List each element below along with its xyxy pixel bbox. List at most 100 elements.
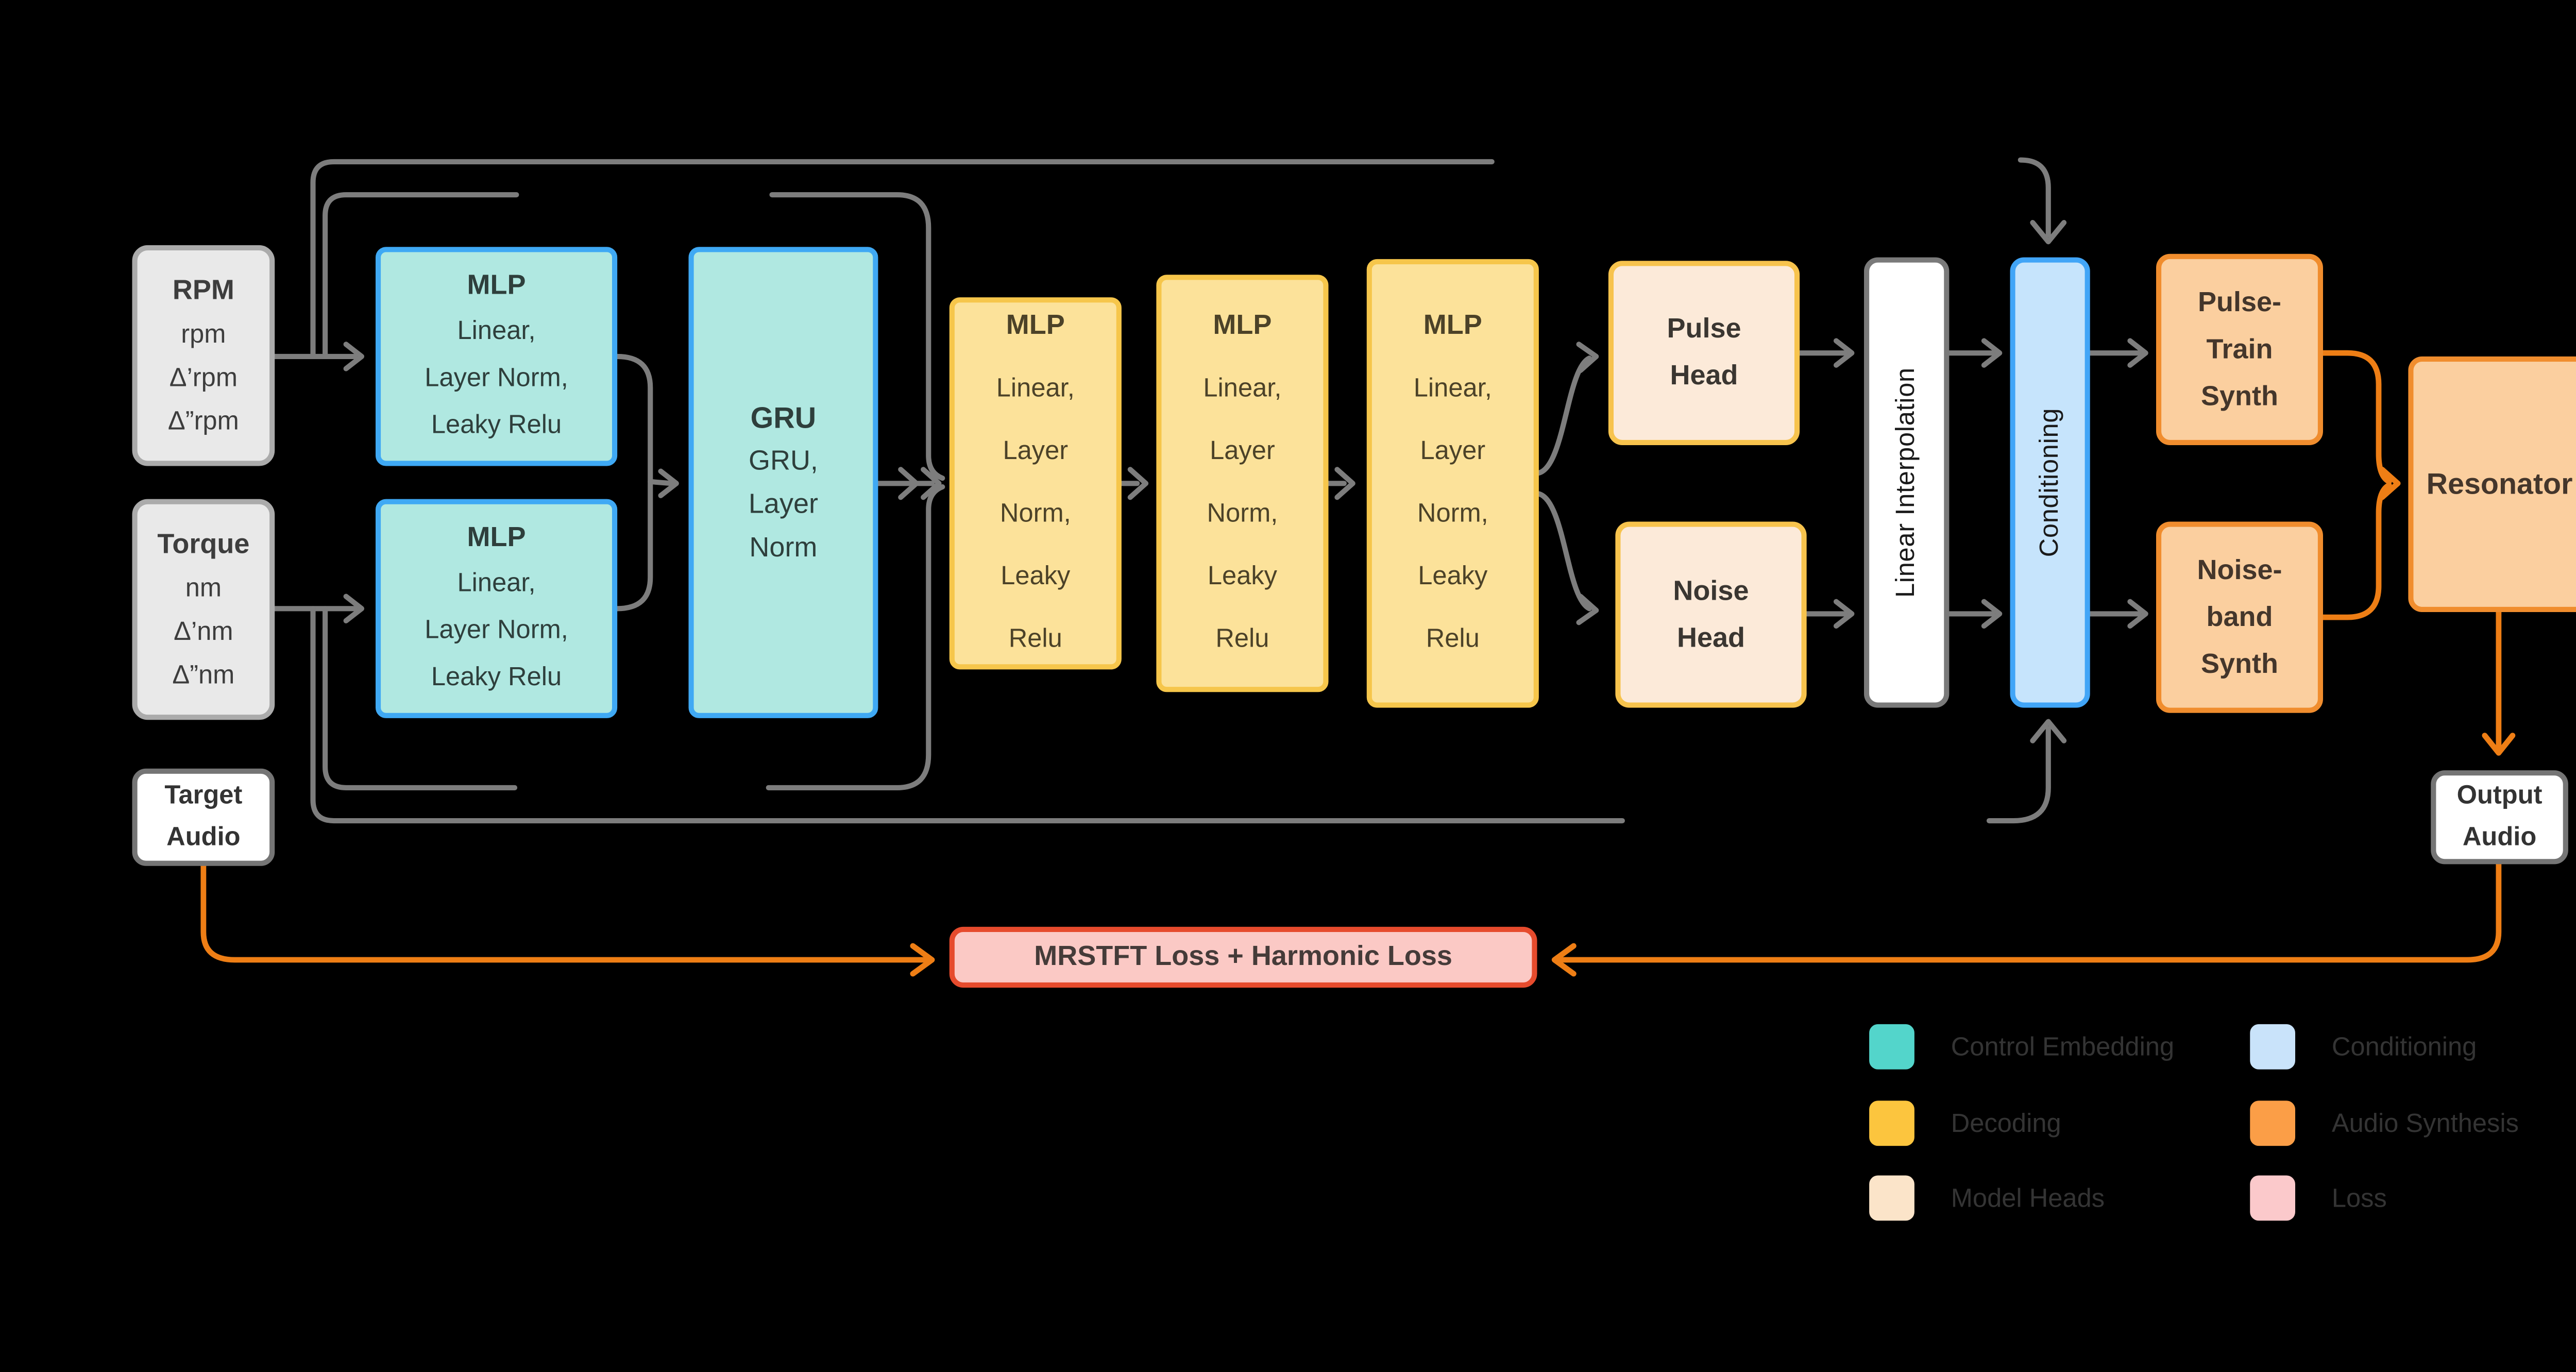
- wire-skip-into-conditioning-bottom: [1986, 726, 2051, 824]
- wire-output-to-loss: [1558, 861, 2502, 963]
- legend-swatch-model-heads: [1869, 1175, 1914, 1221]
- pulse-head-box: Pulse Head: [1608, 261, 1800, 445]
- legend-label-model-heads: Model Heads: [1951, 1184, 2105, 1214]
- resonator-label: Resonator: [2426, 467, 2573, 500]
- decoder-mlp-2-line-1: Linear,: [1203, 374, 1282, 403]
- target-audio-line-2: Audio: [166, 822, 241, 852]
- loss-box: MRSTFT Loss + Harmonic Loss: [949, 926, 1537, 988]
- arrowhead-loss-left: [910, 943, 935, 977]
- arrowhead-rpm-mlp: [343, 342, 365, 371]
- rpm-feature-1: rpm: [181, 319, 226, 349]
- mlp-rpm-line-1: Linear,: [457, 316, 536, 346]
- wire-decoder3-to-noise-head: [1536, 491, 1592, 612]
- decoder-mlp-1-line-1: Linear,: [996, 374, 1075, 403]
- arrowhead-decoder2: [1127, 467, 1149, 500]
- arrowhead-noise-synth: [2127, 599, 2148, 629]
- arrowhead-torque-mlp: [343, 594, 365, 623]
- decoder-mlp-2-title: MLP: [1213, 311, 1272, 341]
- pulse-head-line-2: Head: [1670, 362, 1738, 392]
- pulse-head-line-1: Pulse: [1667, 314, 1741, 345]
- pulse-train-synth-line-2: Train: [2206, 334, 2273, 365]
- noise-band-synth-box: Noise- band Synth: [2156, 521, 2323, 713]
- decoder-mlp-2-line-3: Norm,: [1207, 499, 1278, 529]
- arrowhead-resonator: [2379, 466, 2401, 500]
- mlp-rpm-line-3: Leaky Relu: [431, 410, 562, 440]
- wire-skip-inner-bottom-right: [766, 484, 945, 790]
- mlp-rpm-line-2: Layer Norm,: [425, 363, 568, 393]
- wire-skip-inner-bottom-left: [323, 606, 518, 790]
- arrowhead-interp-bottom: [1833, 599, 1855, 629]
- decoder-mlp-3-line-4: Leaky: [1418, 562, 1488, 591]
- legend-label-control-embedding: Control Embedding: [1951, 1032, 2175, 1063]
- decoder-mlp-2-line-4: Leaky: [1207, 562, 1277, 591]
- decoder-mlp-1-line-5: Relu: [1008, 624, 1062, 654]
- pulse-train-synth-box: Pulse- Train Synth: [2156, 253, 2323, 445]
- arrowhead-conditioning-bottom: [2030, 719, 2067, 743]
- wire-target-to-loss: [200, 861, 928, 963]
- rpm-title: RPM: [172, 275, 234, 306]
- mlp-torque-box: MLP Linear, Layer Norm, Leaky Relu: [376, 499, 618, 718]
- mlp-torque-title: MLP: [467, 523, 526, 553]
- conditioning-box: Conditioning: [2010, 257, 2090, 708]
- decoder-mlp-3-title: MLP: [1423, 311, 1482, 341]
- noise-head-line-2: Head: [1676, 623, 1745, 653]
- noise-head-line-1: Noise: [1673, 576, 1749, 606]
- linear-interpolation-box: Linear Interpolation: [1864, 257, 1950, 708]
- decoder-mlp-3-box: MLP Linear, Layer Norm, Leaky Relu: [1366, 259, 1539, 708]
- arrowhead-conditioning-top: [2030, 219, 2067, 245]
- mlp-rpm-title: MLP: [467, 271, 526, 301]
- output-audio-line-2: Audio: [2462, 822, 2537, 852]
- wire-skip-into-conditioning-top: [2018, 157, 2051, 238]
- decoder-mlp-2-line-5: Relu: [1215, 624, 1269, 654]
- arrowhead-loss-right: [1551, 943, 1577, 977]
- wire-skip-inner-top-left: [323, 192, 519, 359]
- noise-head-box: Noise Head: [1615, 521, 1807, 708]
- output-audio-box: Output Audio: [2431, 770, 2568, 865]
- mlp-rpm-box: MLP Linear, Layer Norm, Leaky Relu: [376, 247, 618, 466]
- noise-band-synth-line-1: Noise-: [2197, 555, 2282, 585]
- target-audio-line-1: Target: [164, 781, 243, 810]
- target-audio-box: Target Audio: [132, 768, 275, 866]
- mlp-torque-line-3: Leaky Relu: [431, 662, 562, 692]
- mlp-torque-line-2: Layer Norm,: [425, 615, 568, 646]
- decoder-mlp-1-line-3: Norm,: [999, 499, 1071, 529]
- noise-band-synth-line-2: band: [2206, 602, 2273, 632]
- mlp-torque-line-1: Linear,: [457, 568, 536, 598]
- legend-label-audio-synthesis: Audio Synthesis: [2331, 1109, 2519, 1139]
- gru-box: GRU GRU, Layer Norm: [688, 247, 878, 718]
- legend-swatch-conditioning: [2250, 1024, 2295, 1070]
- arrowhead-decoder-merge-2: [921, 467, 942, 500]
- wire-skip-outer-top: [310, 159, 1495, 359]
- legend-label-loss: Loss: [2331, 1184, 2387, 1214]
- decoder-mlp-3-line-1: Linear,: [1413, 374, 1492, 403]
- linear-interpolation-label: Linear Interpolation: [1892, 367, 1922, 598]
- pulse-train-synth-line-1: Pulse-: [2197, 287, 2281, 317]
- rpm-input-box: RPM rpm Δ’rpm Δ”rpm: [132, 245, 275, 466]
- conditioning-label: Conditioning: [2035, 408, 2065, 557]
- arrowhead-interp-top: [1833, 338, 1855, 368]
- decoder-mlp-1-box: MLP Linear, Layer Norm, Leaky Relu: [949, 297, 1122, 670]
- decoder-mlp-2-line-2: Layer: [1210, 436, 1275, 466]
- arrowhead-pulse-head: [1576, 342, 1599, 373]
- torque-input-box: Torque nm Δ’nm Δ”nm: [132, 499, 275, 720]
- arrowhead-decoder3: [1334, 467, 1355, 500]
- wire-skip-inner-top-right: [769, 192, 945, 481]
- pulse-train-synth-line-3: Synth: [2200, 381, 2278, 412]
- gru-line-1: GRU,: [748, 446, 818, 476]
- rpm-feature-2: Δ’rpm: [169, 362, 238, 393]
- legend-swatch-loss: [2250, 1175, 2295, 1221]
- rpm-feature-3: Δ”rpm: [167, 406, 239, 436]
- wire-pulse-synth-to-resonator: [2320, 350, 2392, 485]
- legend-label-conditioning: Conditioning: [2331, 1032, 2477, 1063]
- arrowhead-output-audio: [2482, 733, 2516, 756]
- output-audio-line-1: Output: [2456, 781, 2543, 810]
- decoder-mlp-3-line-5: Relu: [1426, 624, 1480, 654]
- decoder-mlp-3-line-3: Norm,: [1417, 499, 1488, 529]
- noise-band-synth-line-3: Synth: [2200, 649, 2278, 679]
- arrowhead-pulse-synth: [2127, 338, 2148, 368]
- torque-title: Torque: [157, 529, 250, 560]
- wire-skip-outer-bottom: [310, 606, 1625, 824]
- gru-title: GRU: [750, 400, 817, 434]
- decoder-mlp-1-line-4: Leaky: [1001, 562, 1071, 591]
